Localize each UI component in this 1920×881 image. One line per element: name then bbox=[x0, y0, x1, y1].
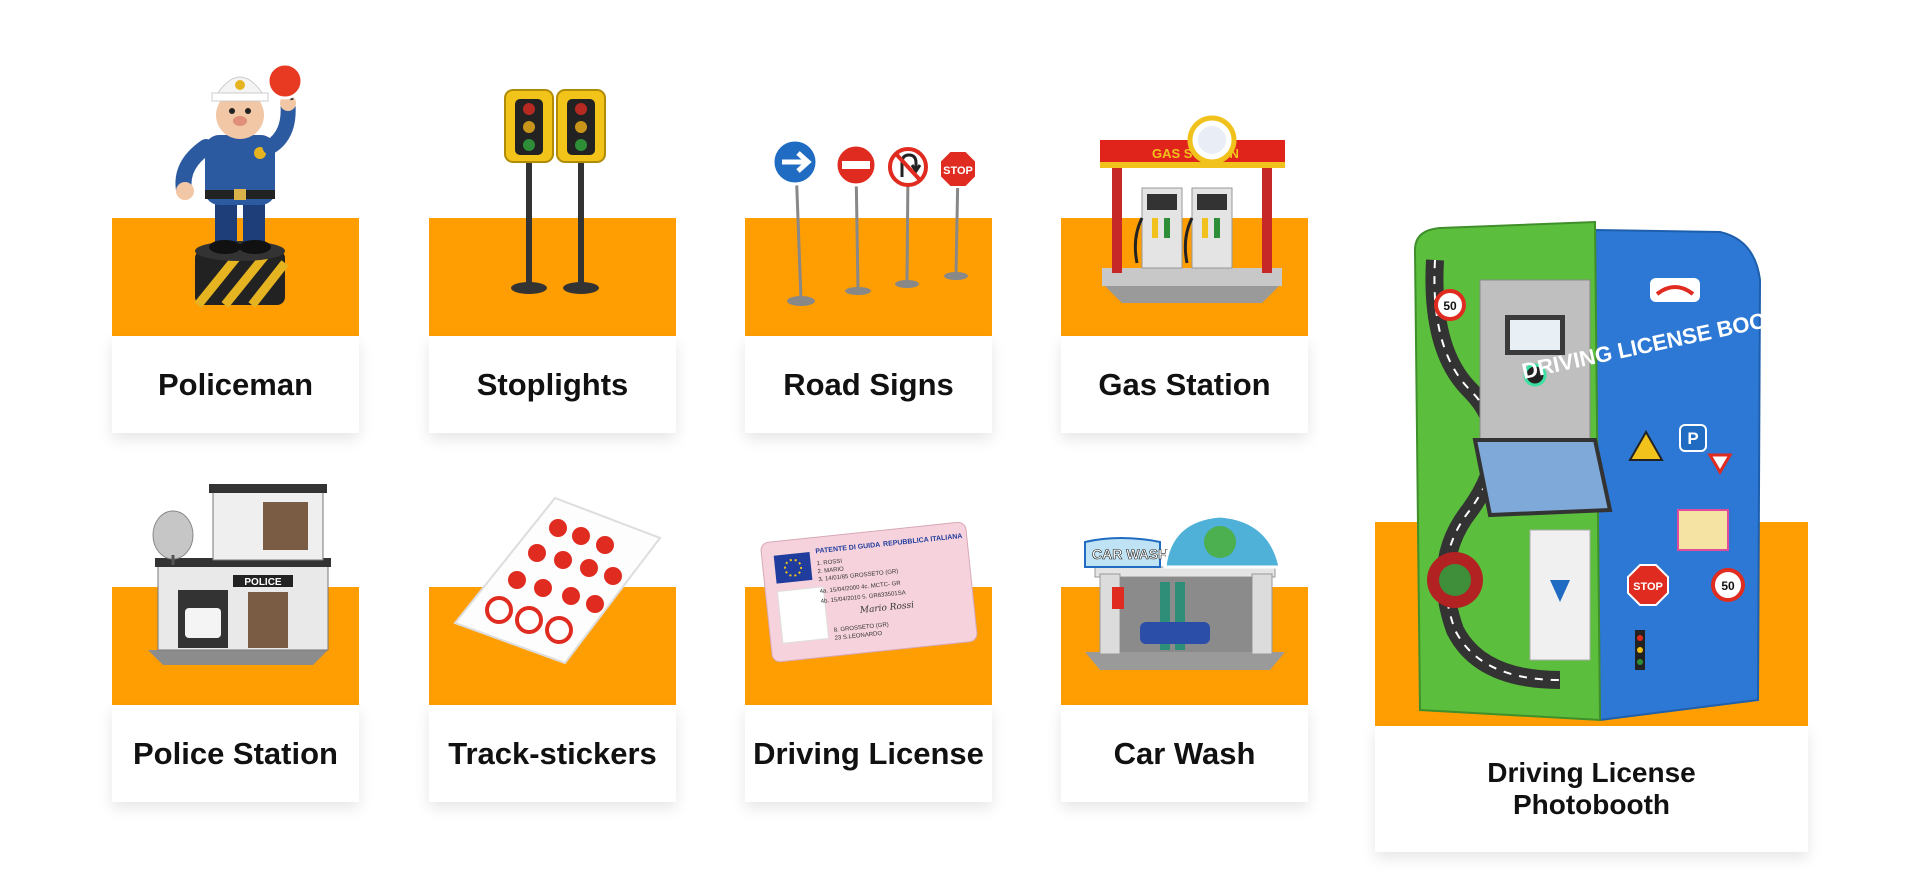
gas-station-icon: GAS STATION bbox=[1100, 115, 1285, 303]
parking-sign-text: P bbox=[1687, 429, 1698, 448]
card-label-box: Police Station bbox=[112, 705, 359, 802]
card-accent-band bbox=[429, 218, 676, 336]
product-card-stoplights[interactable]: Stoplights bbox=[429, 218, 676, 433]
booth-speed-sign-text: 50 bbox=[1721, 579, 1735, 593]
card-label: Car Wash bbox=[1113, 735, 1256, 771]
stop-sign-text: STOP bbox=[943, 165, 973, 177]
license-line-1: 1. ROSSI bbox=[817, 559, 843, 568]
license-line-2: 2. MARIO bbox=[817, 566, 844, 575]
product-card-track-stickers[interactable]: Track-stickers bbox=[429, 587, 676, 802]
photobooth-icon: 50 DRIVING LICENSE BOOTH P STOP 50 bbox=[1413, 220, 1797, 722]
track-stickers-icon bbox=[453, 496, 662, 665]
card-label-box: Driving License Photobooth bbox=[1375, 726, 1808, 852]
police-sign-text: POLICE bbox=[244, 577, 282, 588]
policeman-figure-icon bbox=[175, 62, 304, 308]
card-label: Road Signs bbox=[783, 366, 954, 402]
license-line-7: 23 S.LEONARDO bbox=[834, 631, 882, 642]
stoplights-icon bbox=[504, 89, 606, 294]
card-label-box: Driving License bbox=[745, 705, 992, 802]
card-label: Stoplights bbox=[476, 366, 629, 402]
car-wash-icon: CAR WASH bbox=[1084, 514, 1285, 670]
license-line-6: 8. GROSSETO (GR) bbox=[834, 622, 890, 634]
card-label: Driving License bbox=[753, 735, 984, 771]
card-label-box: Policeman bbox=[112, 336, 359, 433]
speed-sign-text: 50 bbox=[1443, 299, 1457, 313]
card-label-box: Gas Station bbox=[1061, 336, 1308, 433]
road-signs-icon: STOP bbox=[771, 138, 977, 306]
card-label-box: Track-stickers bbox=[429, 705, 676, 802]
booth-stop-sign-text: STOP bbox=[1633, 581, 1663, 593]
card-label: Policeman bbox=[157, 366, 314, 402]
car-wash-sign-text: CAR WASH bbox=[1092, 546, 1168, 562]
card-label-box: Road Signs bbox=[745, 336, 992, 433]
driving-license-icon: PATENTE DI GUIDA REPUBBLICA ITALIANA 1. … bbox=[760, 521, 978, 663]
card-label: Police Station bbox=[133, 735, 338, 771]
card-label: Gas Station bbox=[1098, 366, 1271, 402]
card-label: Driving License Photobooth bbox=[1487, 756, 1696, 820]
card-label: Track-stickers bbox=[448, 735, 657, 771]
card-label-box: Stoplights bbox=[429, 336, 676, 433]
card-label-box: Car Wash bbox=[1061, 705, 1308, 802]
police-station-icon: POLICE bbox=[148, 484, 331, 665]
